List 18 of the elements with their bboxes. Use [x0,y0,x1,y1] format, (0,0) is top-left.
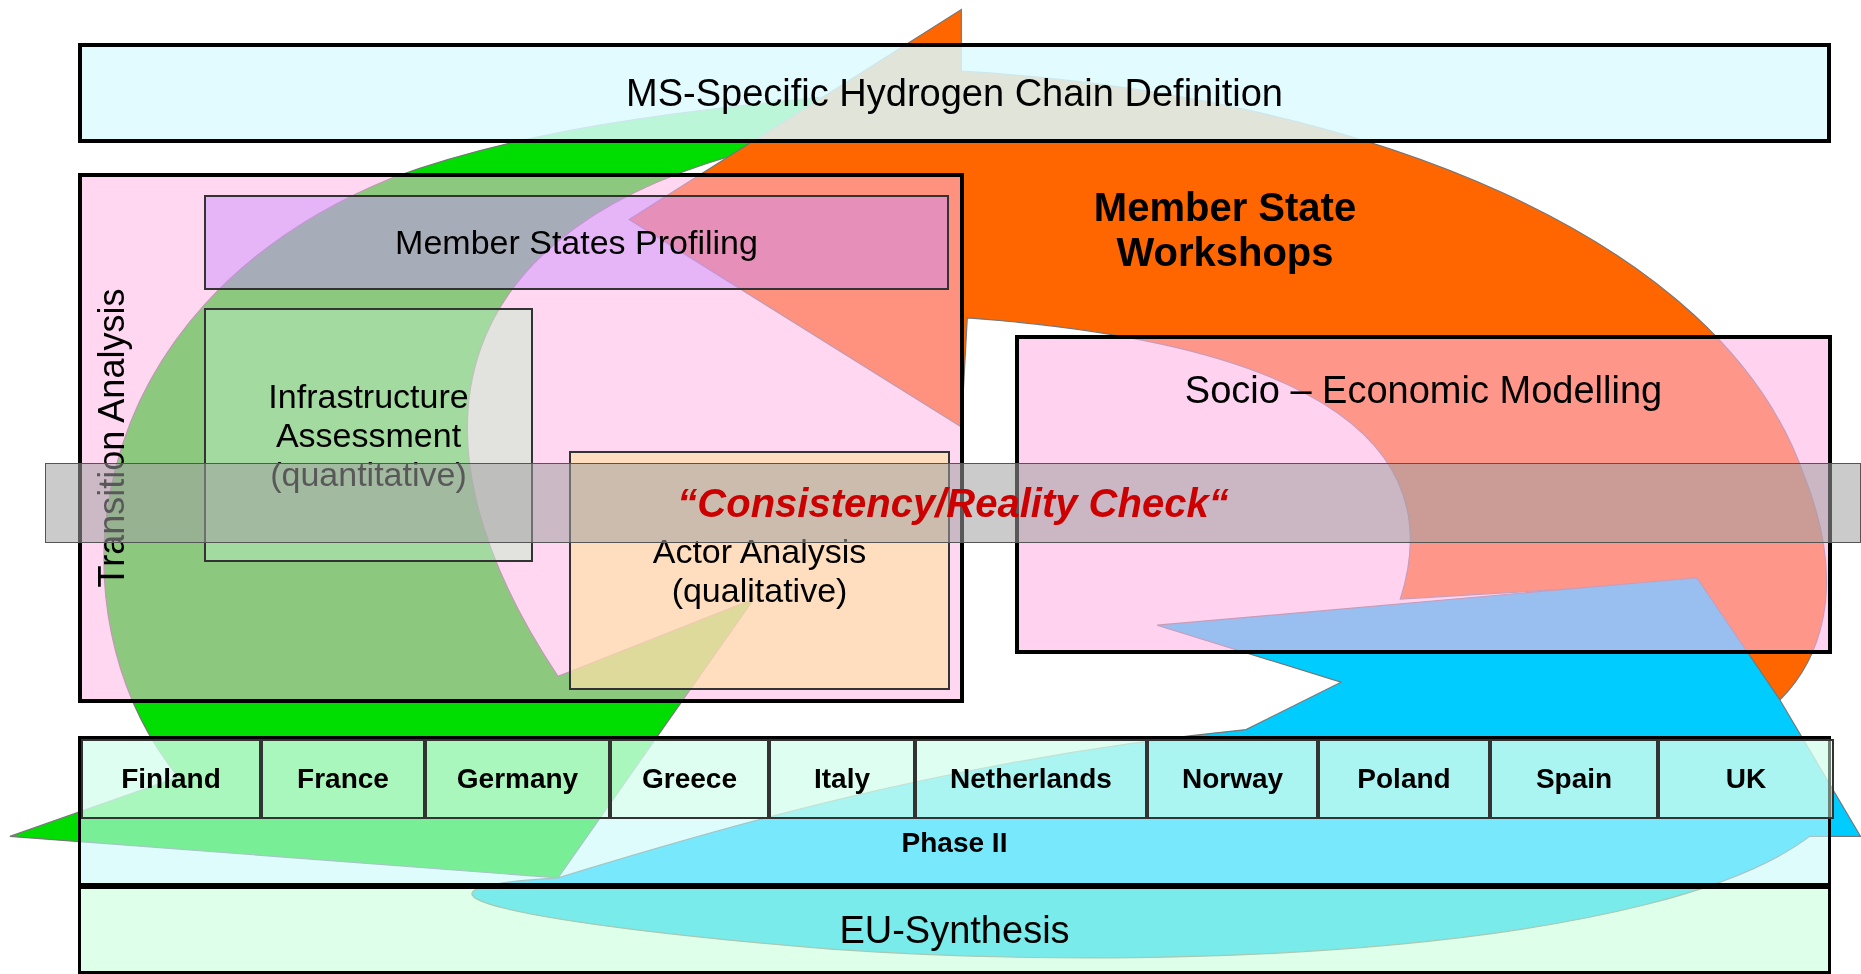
band-label: Phase II [900,827,1009,859]
definition-banner: MS-Specific Hydrogen Chain Definition [78,43,1831,143]
country-cell: Spain [1490,739,1658,819]
country-cell: Poland [1318,739,1490,819]
phase-band [78,736,1831,886]
country-cell: Greece [610,739,769,819]
country-cell: Italy [769,739,915,819]
process-box: Member States Profiling [204,195,949,290]
country-cell: Netherlands [915,739,1147,819]
country-cell: France [261,739,425,819]
synthesis-banner: EU-Synthesis [78,886,1831,974]
arrow-label: Member State Workshops [1092,185,1358,275]
country-cell: Finland [81,739,261,819]
country-cell: Germany [425,739,610,819]
country-cell: Norway [1147,739,1318,819]
process-box: Infrastructure Assessment (quantitative) [204,308,533,562]
panel-title: Transition Analysis [91,288,133,588]
country-cell: UK [1658,739,1834,819]
